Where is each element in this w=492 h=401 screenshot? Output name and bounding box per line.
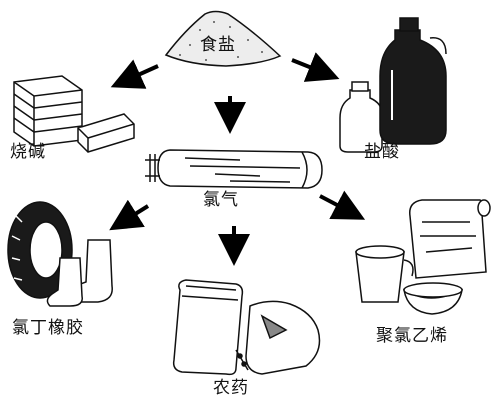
arrows: [109, 52, 366, 266]
label-caustic-soda: 烧碱: [10, 142, 46, 162]
label-salt: 食盐: [200, 35, 236, 55]
salt-pile-icon: [164, 10, 282, 67]
arrow-salt-to-caustic-soda: [110, 59, 159, 89]
acid-bottles-icon: [339, 17, 447, 153]
label-pesticide: 农药: [213, 378, 249, 398]
pesticide-bags-icon: [172, 279, 321, 376]
label-chlorine: 氯气: [203, 190, 239, 210]
label-neoprene: 氯丁橡胶: [12, 318, 84, 338]
arrow-chlorine-to-neoprene: [109, 199, 150, 231]
tire-and-boots-icon: [7, 201, 113, 307]
pvc-products-icon: [355, 199, 491, 315]
label-pvc: 聚氯乙烯: [376, 326, 448, 346]
label-hydrochloric-acid: 盐酸: [364, 142, 400, 162]
caustic-soda-blocks-icon: [13, 75, 135, 153]
chlorine-cylinder-icon: [145, 149, 323, 189]
arrow-salt-to-acid: [291, 52, 340, 82]
arrow-chlorine-to-pvc: [319, 190, 366, 220]
